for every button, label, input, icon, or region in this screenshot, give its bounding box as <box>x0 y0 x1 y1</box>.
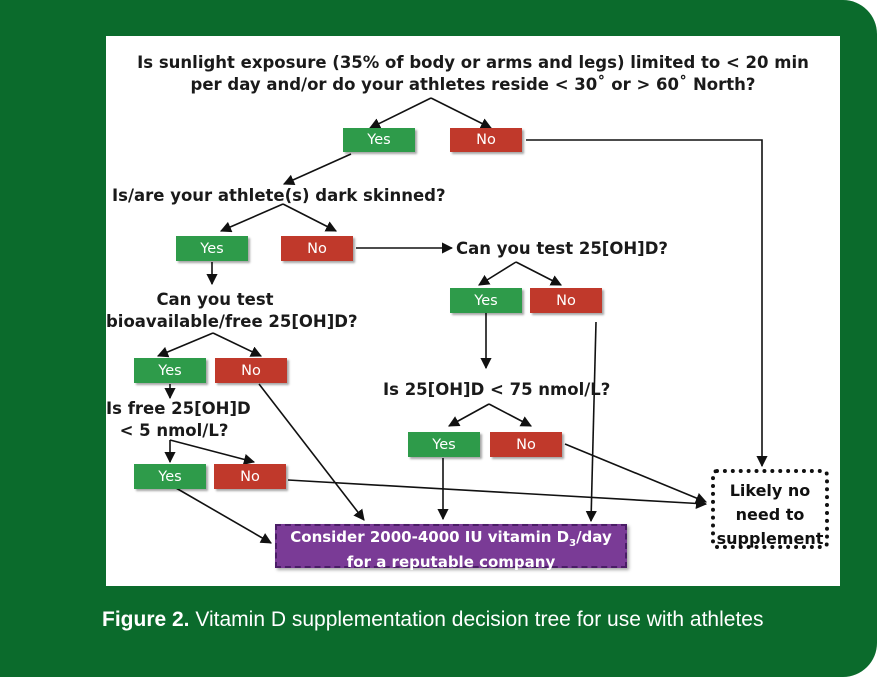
arrow-q6-no-likely <box>287 479 708 510</box>
question-free-threshold-line2: < 5 nmol/L? <box>119 421 229 440</box>
q3-no-box: No <box>530 288 602 313</box>
arrow-q3-no-final <box>585 321 597 523</box>
question-free-threshold-line1: Is free 25[OH]D <box>106 399 251 418</box>
question-test-free: Can you test bioavailable/free 25[OH]D? <box>106 289 358 333</box>
question-25ohd-threshold: Is 25[OH]D < 75 nmol/L? <box>383 380 611 399</box>
caption-label: Figure 2. <box>102 608 190 631</box>
arrow-q4-no <box>212 332 263 357</box>
arrow-q3-yes <box>478 261 517 286</box>
outcome-supplement: Consider 2000-4000 IU vitamin D3/day for… <box>275 524 627 571</box>
arrow-q2-yes <box>219 203 284 233</box>
arrow-q2-no <box>282 203 337 232</box>
figure-caption: Figure 2. Vitamin D supplementation deci… <box>102 608 763 632</box>
q6-yes-box: Yes <box>134 464 206 489</box>
arrow-q5-yes <box>448 403 490 427</box>
arrow-q3-no <box>515 261 562 286</box>
q4-yes-box: Yes <box>134 358 206 383</box>
question-dark-skin: Is/are your athlete(s) dark skinned? <box>112 186 446 205</box>
question-sunlight-line1: Is sunlight exposure (35% of body or arm… <box>137 53 809 72</box>
q1-yes-box: Yes <box>343 128 415 152</box>
q1-no-box: No <box>450 128 522 152</box>
question-sunlight-line2: per day and/or do your athletes reside <… <box>190 75 756 94</box>
arrow-q6-yes-final <box>175 487 272 544</box>
arrow-q1-yes-q2 <box>282 153 352 185</box>
q3-yes-box: Yes <box>450 288 522 313</box>
question-free-threshold: Is free 25[OH]D < 5 nmol/L? <box>106 398 251 442</box>
arrow-q5-no <box>488 403 532 427</box>
arrow-q4-yes <box>156 332 214 358</box>
q4-no-box: No <box>215 358 287 383</box>
outcome-no-supplement-line1: Likely no <box>729 481 811 500</box>
outcome-no-supplement: Likely no need to supplement <box>711 469 829 549</box>
arrow-q5-no-likely <box>564 443 708 504</box>
outcome-no-supplement-line3: supplement <box>716 529 824 548</box>
arrow-q4-no-final <box>258 383 365 521</box>
arrow-q1-no-likely <box>526 139 768 468</box>
arrow-q6-no <box>169 439 256 465</box>
q2-no-box: No <box>281 236 353 261</box>
outcome-supplement-line1: Consider 2000-4000 IU vitamin D3/day <box>290 528 612 549</box>
caption-text: Vitamin D supplementation decision tree … <box>189 608 764 631</box>
question-test-free-line1: Can you test <box>156 290 274 309</box>
question-test-25ohd: Can you test 25[OH]D? <box>456 239 668 258</box>
q5-no-box: No <box>490 432 562 457</box>
outcome-no-supplement-line2: need to <box>735 505 805 524</box>
arrow-q1-no <box>430 97 493 129</box>
question-test-free-line2: bioavailable/free 25[OH]D? <box>106 312 358 331</box>
outcome-supplement-line2: for a reputable company <box>346 553 556 571</box>
q2-yes-box: Yes <box>176 236 248 261</box>
flow-arrows <box>156 97 768 544</box>
arrow-q1-yes <box>368 97 432 129</box>
question-sunlight: Is sunlight exposure (35% of body or arm… <box>106 52 840 96</box>
q5-yes-box: Yes <box>408 432 480 457</box>
q6-no-box: No <box>214 464 286 489</box>
